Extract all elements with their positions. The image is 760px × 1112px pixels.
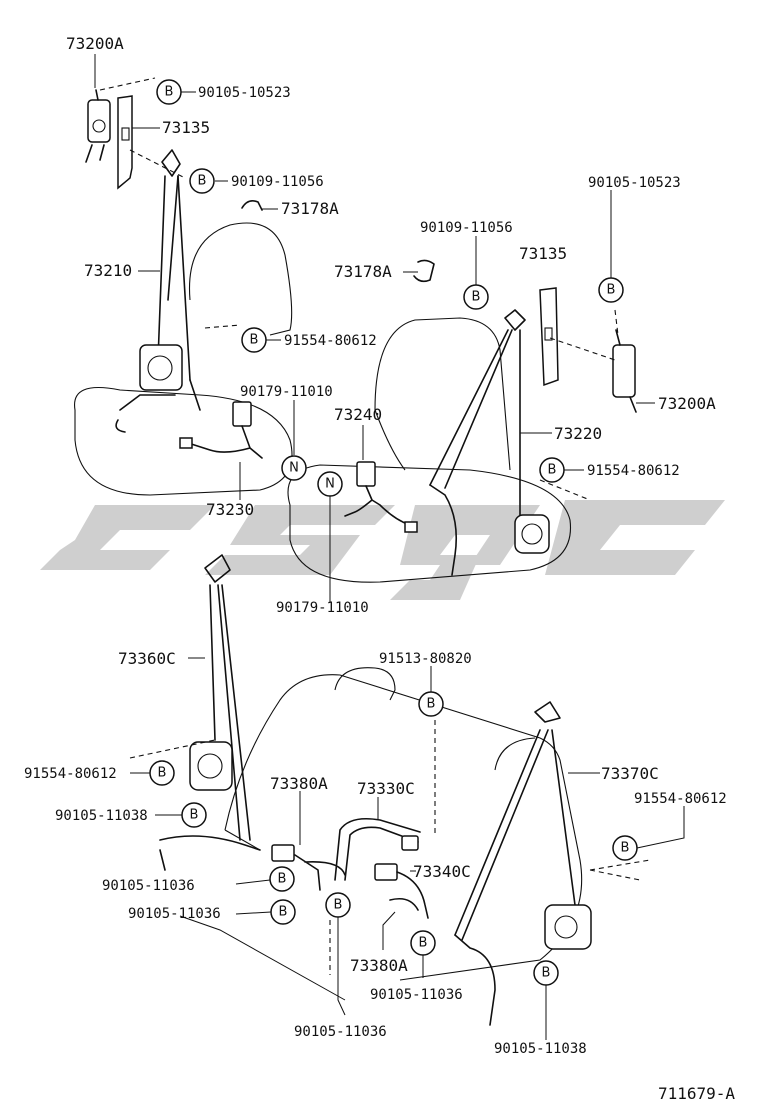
label-90105-11038-b: 90105-11038 bbox=[494, 1041, 587, 1057]
svg-text:N: N bbox=[289, 461, 299, 476]
label-90105-11036-d: 90105-11036 bbox=[294, 1024, 387, 1040]
label-73360C: 73360C bbox=[118, 649, 176, 668]
label-73135-a: 73135 bbox=[162, 118, 210, 137]
bolt-bubble: B bbox=[181, 802, 207, 828]
dashed-references bbox=[99, 77, 651, 975]
buckle-73380A-a bbox=[271, 844, 346, 891]
retractor-73200A-right bbox=[612, 329, 637, 413]
label-73178A-a: 73178A bbox=[281, 199, 339, 218]
bolt-bubble: B bbox=[533, 960, 559, 986]
svg-text:B: B bbox=[278, 872, 287, 887]
svg-text:B: B bbox=[250, 333, 259, 348]
label-90109-11056-b: 90109-11056 bbox=[420, 220, 513, 236]
label-90179-11010-b: 90179-11010 bbox=[276, 600, 369, 616]
label-73220: 73220 bbox=[554, 424, 602, 443]
label-91513-80820: 91513-80820 bbox=[379, 651, 472, 667]
buckle-73230 bbox=[179, 401, 263, 459]
svg-text:B: B bbox=[158, 766, 167, 781]
svg-text:B: B bbox=[548, 463, 557, 478]
label-90105-11038-a: 90105-11038 bbox=[55, 808, 148, 824]
belt-73360C bbox=[159, 554, 261, 871]
clip-73178A bbox=[241, 200, 435, 283]
label-73200A-top: 73200A bbox=[66, 34, 124, 53]
buckle-73340C bbox=[374, 863, 429, 919]
label-90105-10523-b: 90105-10523 bbox=[588, 175, 681, 191]
svg-text:B: B bbox=[427, 697, 436, 712]
bolt-bubble: B bbox=[149, 760, 175, 786]
label-73380A-a: 73380A bbox=[270, 774, 328, 793]
belt-73220 bbox=[429, 309, 550, 576]
label-91554-80612-c: 91554-80612 bbox=[24, 766, 117, 782]
label-73230: 73230 bbox=[206, 500, 254, 519]
label-73240: 73240 bbox=[334, 405, 382, 424]
svg-text:B: B bbox=[621, 841, 630, 856]
label-73178A-b: 73178A bbox=[334, 262, 392, 281]
bolt-bubble: B bbox=[463, 284, 489, 310]
rear-bench bbox=[224, 667, 583, 981]
label-91554-80612-b: 91554-80612 bbox=[587, 463, 680, 479]
svg-text:B: B bbox=[419, 936, 428, 951]
label-73340C: 73340C bbox=[413, 862, 471, 881]
svg-text:B: B bbox=[198, 174, 207, 189]
bolt-bubble: B bbox=[189, 168, 215, 194]
label-73370C: 73370C bbox=[601, 764, 659, 783]
bolt-bubble: B bbox=[410, 930, 436, 956]
pillar-cover-73135-a bbox=[117, 95, 133, 190]
label-73135-b: 73135 bbox=[519, 244, 567, 263]
label-90105-10523-a: 90105-10523 bbox=[198, 85, 291, 101]
label-90179-11010-a: 90179-11010 bbox=[240, 384, 333, 400]
nut-bubble: N bbox=[281, 455, 307, 481]
part-labels: 73200A 90105-10523 73135 90109-11056 731… bbox=[24, 34, 735, 1103]
belt-73210 bbox=[115, 149, 201, 433]
watermark-logo bbox=[40, 500, 725, 600]
bolt-bubble: B bbox=[612, 835, 638, 861]
bolt-bubble: B bbox=[325, 892, 351, 918]
label-91554-80612-d: 91554-80612 bbox=[634, 791, 727, 807]
label-73200A-b: 73200A bbox=[658, 394, 716, 413]
label-73210: 73210 bbox=[84, 261, 132, 280]
label-73380A-b: 73380A bbox=[350, 956, 408, 975]
bolt-bubble: B bbox=[539, 457, 565, 483]
svg-text:B: B bbox=[190, 808, 199, 823]
bolt-bubble: B bbox=[418, 691, 444, 717]
svg-text:B: B bbox=[542, 966, 551, 981]
bolt-bubble: B bbox=[241, 327, 267, 353]
retractor-73200A-top bbox=[85, 89, 111, 163]
buckle-73240 bbox=[344, 461, 418, 533]
label-90109-11056-a: 90109-11056 bbox=[231, 174, 324, 190]
svg-text:B: B bbox=[607, 283, 616, 298]
front-seat-left bbox=[74, 222, 293, 496]
bolt-bubble: B bbox=[156, 79, 182, 105]
svg-text:B: B bbox=[279, 905, 288, 920]
svg-text:B: B bbox=[334, 898, 343, 913]
pillar-cover-73135-b bbox=[539, 287, 559, 387]
bolt-bubble: B bbox=[269, 866, 295, 892]
diagram-id: 711679-A bbox=[658, 1084, 735, 1103]
label-90105-11036-a: 90105-11036 bbox=[102, 878, 195, 894]
bolt-bubble: B bbox=[270, 899, 296, 925]
leader-lines bbox=[94, 54, 685, 1040]
nut-bubble: N bbox=[317, 471, 343, 497]
svg-text:N: N bbox=[325, 477, 335, 492]
bolt-bubble: B bbox=[598, 277, 624, 303]
label-91554-80612-a: 91554-80612 bbox=[284, 333, 377, 349]
svg-text:B: B bbox=[165, 85, 174, 100]
label-90105-11036-b: 90105-11036 bbox=[128, 906, 221, 922]
front-seat-right bbox=[287, 317, 572, 583]
svg-text:B: B bbox=[472, 290, 481, 305]
label-90105-11036-c: 90105-11036 bbox=[370, 987, 463, 1003]
belt-73370C bbox=[454, 701, 592, 1026]
center-belt-73330C bbox=[334, 817, 421, 881]
label-73330C: 73330C bbox=[357, 779, 415, 798]
